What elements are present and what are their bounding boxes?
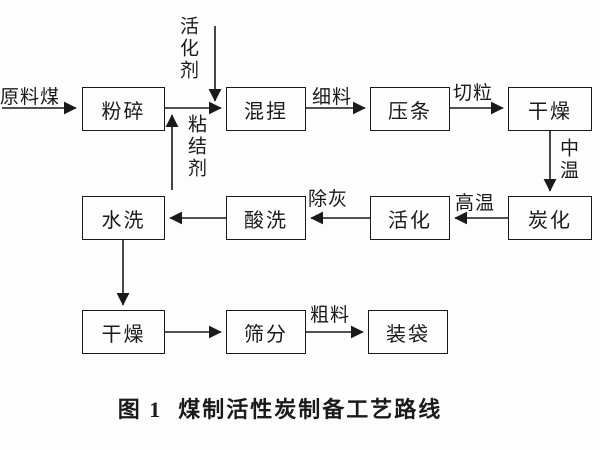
figure-title: 煤制活性炭制备工艺路线 (178, 397, 443, 422)
label-raw-coal: 原料煤 (0, 87, 61, 108)
label-fine-material: 细料 (312, 87, 353, 108)
node-carbonize: 炭化 (508, 196, 592, 240)
node-knead: 混捏 (226, 87, 306, 131)
figure-number: 图 1 (117, 397, 163, 422)
node-press: 压条 (370, 87, 450, 131)
label-binder: 粘结剂 (185, 114, 206, 180)
node-activate: 活化 (370, 196, 450, 240)
node-dry-top: 干燥 (508, 87, 592, 131)
label-ash-removal: 除灰 (308, 189, 349, 210)
node-bag: 装袋 (368, 310, 448, 354)
label-high-temperature: 高温 (455, 193, 496, 214)
label-coarse-material: 粗料 (310, 305, 351, 326)
label-pelletize: 切粒 (453, 83, 494, 104)
label-medium-temperature: 中温 (557, 138, 578, 182)
label-activator: 活化剂 (177, 16, 198, 82)
node-acid-wash: 酸洗 (226, 196, 306, 240)
node-sieve: 筛分 (226, 310, 306, 354)
node-water-wash: 水洗 (82, 196, 165, 240)
figure-caption: 图 1 煤制活性炭制备工艺路线 (0, 392, 560, 424)
node-dry-bottom: 干燥 (82, 310, 165, 354)
node-crush: 粉碎 (82, 87, 165, 131)
